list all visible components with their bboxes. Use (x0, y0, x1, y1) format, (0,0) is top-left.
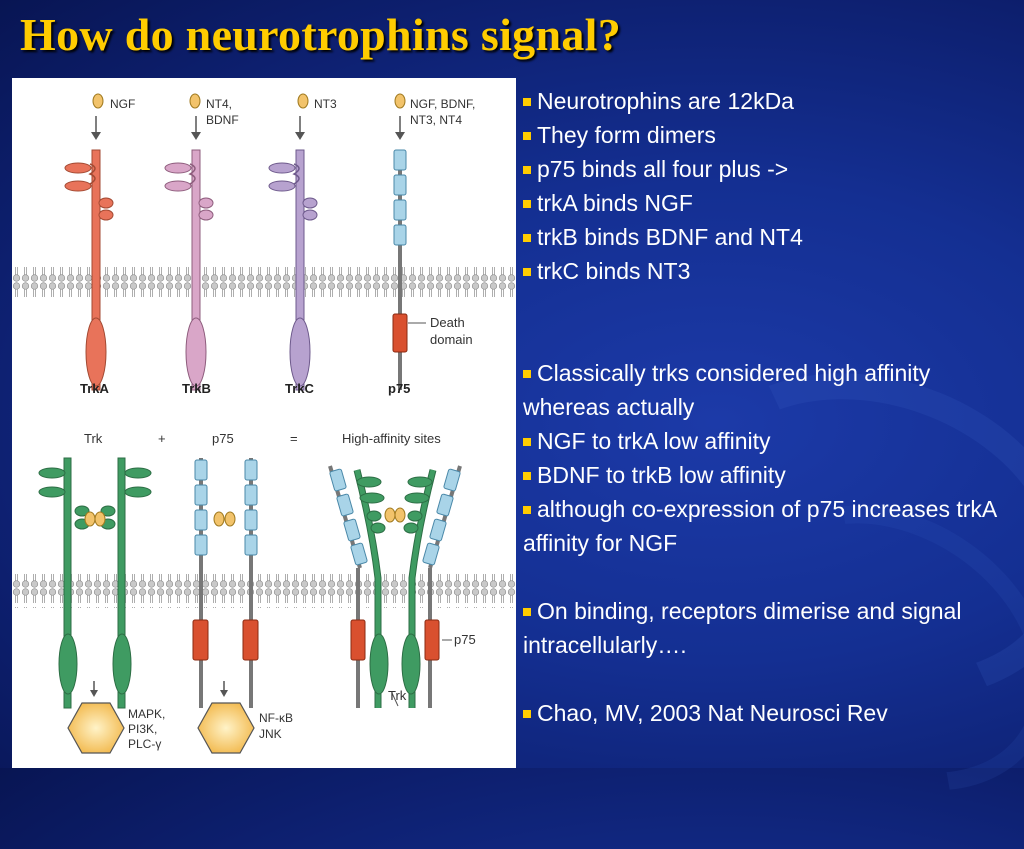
side-label-p75: p75 (454, 632, 476, 647)
bullet-item: Neurotrophins are 12kDa (523, 84, 1015, 118)
header-trk: Trk (84, 431, 103, 446)
p75-dimer (192, 458, 259, 708)
ngf-dimer (84, 511, 106, 527)
spacer (523, 560, 1015, 594)
output-nfkb-line2: JNK (259, 727, 282, 741)
bullet-square-icon (523, 268, 531, 276)
bullet-square-icon (523, 98, 531, 106)
spacer (523, 662, 1015, 696)
bottom-panel: Trk + p75 = High-affinity sites (12, 431, 516, 754)
side-label-trk: Trk (388, 688, 407, 703)
top-panel: NGF NT4, BDNF NT3 NGF, BDNF, NT3, NT4 De… (12, 93, 516, 396)
bullet-item: Classically trks considered high affinit… (523, 360, 931, 420)
output-mapk-line2: PI3K, (128, 722, 157, 736)
bullet-square-icon (523, 132, 531, 140)
receptor-label-trka: TrkA (80, 381, 110, 396)
hexagon-icon (67, 702, 125, 754)
p75-receptor (392, 93, 426, 390)
bullet-square-icon (523, 608, 531, 616)
trk-dimer (38, 457, 152, 709)
hexagon-icon (197, 702, 255, 754)
bullet-item: trkC binds NT3 (523, 254, 1015, 288)
ligand-label-nt3: NT3 (314, 97, 337, 111)
trka-receptor (64, 93, 114, 391)
header-equals: = (290, 431, 298, 446)
membrane-top (12, 263, 516, 297)
bullet-square-icon (523, 370, 531, 378)
ligand-label-all: NGF, BDNF, (410, 97, 475, 111)
bullet-square-icon (523, 472, 531, 480)
bullet-item: p75 binds all four plus -> (523, 152, 1015, 186)
nfkb-output (197, 681, 255, 754)
output-mapk-line3: PLC-γ (128, 737, 161, 751)
bullet-item: NGF to trkA low affinity (523, 424, 1015, 458)
bullet-item: trkB binds BDNF and NT4 (523, 220, 1015, 254)
bullet-list: Neurotrophins are 12kDa They form dimers… (523, 84, 1015, 730)
membrane-bottom (12, 574, 516, 608)
receptor-label-trkc: TrkC (285, 381, 315, 396)
mapk-output (67, 681, 125, 754)
slide-title: How do neurotrophins signal? (20, 9, 622, 60)
receptor-label-p75: p75 (388, 381, 410, 396)
ligand-label-nt4-bdnf: NT4, (206, 97, 232, 111)
bullet-item: although co-expression of p75 increases … (523, 496, 996, 556)
trkb-receptor (164, 93, 214, 391)
bullet-square-icon (523, 710, 531, 718)
header-p75: p75 (212, 431, 234, 446)
bullet-square-icon (523, 166, 531, 174)
ligand-label-ngf: NGF (110, 97, 135, 111)
bullet-square-icon (523, 506, 531, 514)
bullet-item: BDNF to trkB low affinity (523, 458, 1015, 492)
death-domain-label: Death (430, 315, 465, 330)
ligand-label-nt4-bdnf-line2: BDNF (206, 113, 239, 127)
bullet-item: trkA binds NGF (523, 186, 1015, 220)
death-domain-label-line2: domain (430, 332, 473, 347)
bullet-square-icon (523, 234, 531, 242)
bullet-item: Chao, MV, 2003 Nat Neurosci Rev (523, 696, 1015, 730)
bullet-square-icon (523, 200, 531, 208)
bullet-square-icon (523, 438, 531, 446)
trkc-receptor (268, 93, 318, 391)
output-mapk-line1: MAPK, (128, 707, 165, 721)
neurotrophin-figure: NGF NT4, BDNF NT3 NGF, BDNF, NT3, NT4 De… (12, 78, 516, 768)
output-nfkb-line1: NF-κB (259, 711, 293, 725)
bullet-item: They form dimers (523, 118, 1015, 152)
bullet-item: On binding, receptors dimerise and signa… (523, 598, 962, 658)
high-affinity-complex (328, 465, 462, 708)
ligand-label-all-line2: NT3, NT4 (410, 113, 462, 127)
header-high-affinity: High-affinity sites (342, 431, 441, 446)
receptor-label-trkb: TrkB (182, 381, 211, 396)
header-plus: + (158, 431, 166, 446)
spacer (523, 288, 1015, 356)
